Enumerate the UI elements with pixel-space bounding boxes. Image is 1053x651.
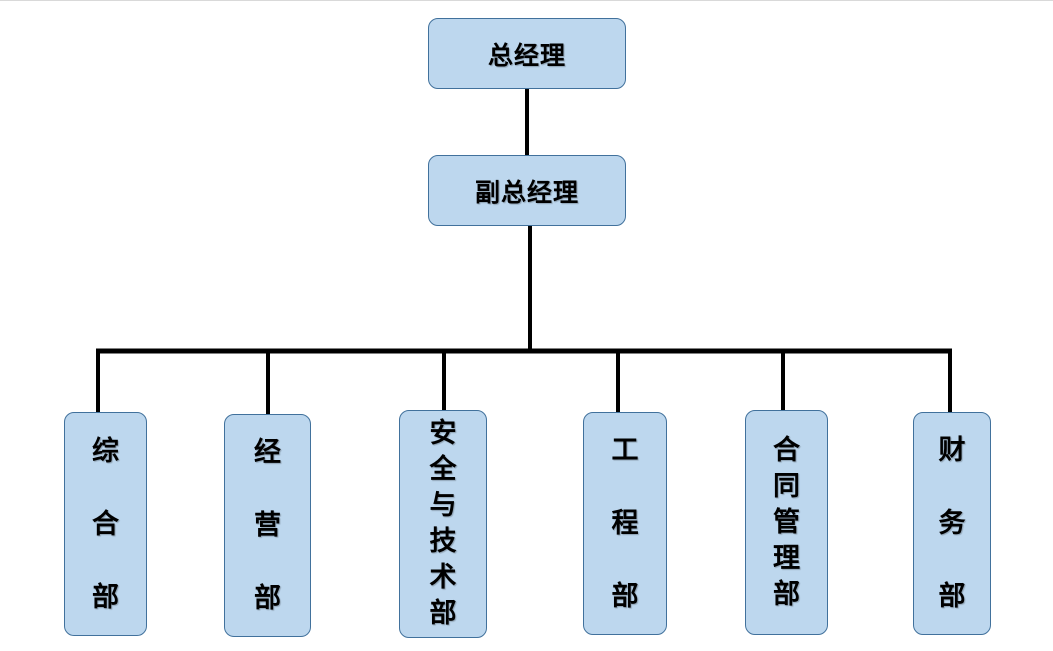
dept-label: 工程部 <box>611 435 639 612</box>
node-general-manager: 总经理 <box>428 18 626 89</box>
node-dept-general-affairs: 综合部 <box>64 412 147 636</box>
dept-label: 财务部 <box>938 435 966 612</box>
node-dept-finance: 财务部 <box>913 412 991 635</box>
dept-label: 综合部 <box>92 435 119 613</box>
node-dept-business: 经营部 <box>224 414 311 637</box>
top-border-line <box>0 0 1053 1</box>
node-dept-engineering: 工程部 <box>583 412 667 635</box>
node-dept-safety-tech: 安全与技术部 <box>399 410 487 638</box>
dept-label: 经营部 <box>254 437 281 614</box>
dept-label: 合同管理部 <box>773 434 800 610</box>
node-deputy-general-manager: 副总经理 <box>428 155 626 226</box>
node-dept-contract-mgmt: 合同管理部 <box>745 410 828 635</box>
dept-label: 安全与技术部 <box>429 418 457 629</box>
